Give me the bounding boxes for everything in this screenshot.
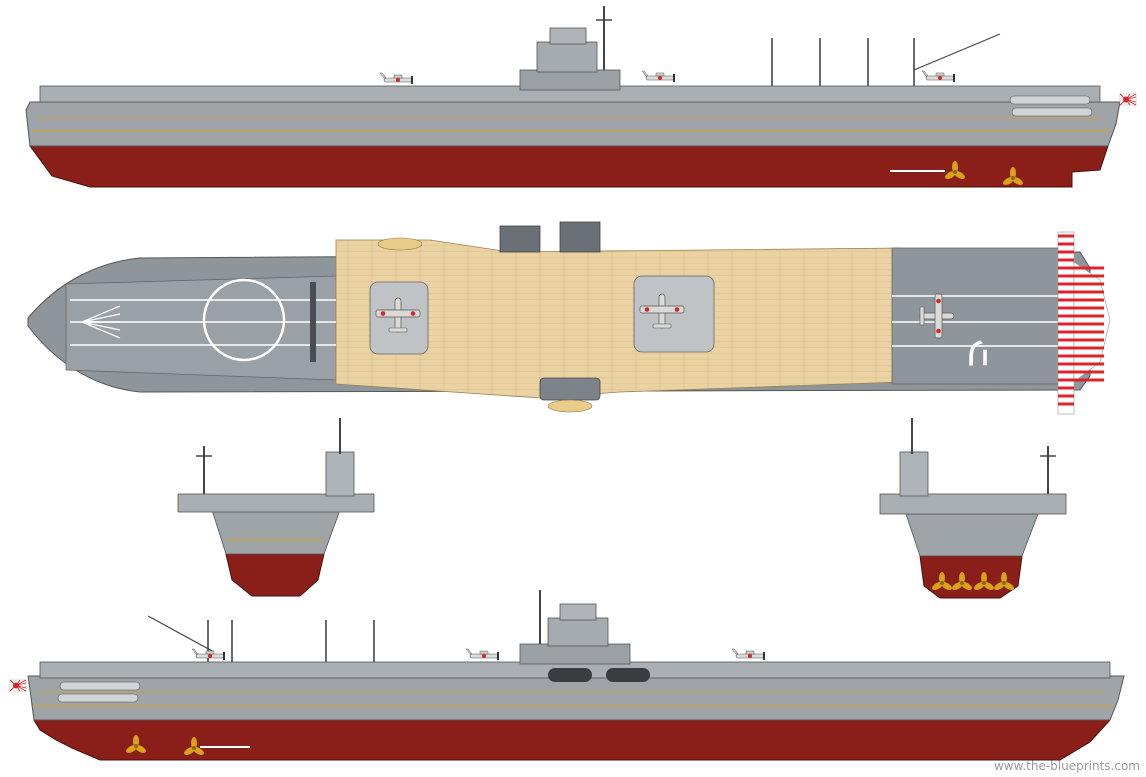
upper-hull [25,101,1121,147]
stern-flight-deck [879,493,1067,515]
aircraft-icon [641,70,676,83]
island [519,6,621,91]
lower-hull [29,145,1109,188]
funnel-outlet [548,668,592,682]
aircraft-icon [731,648,766,661]
starboard-profile [25,6,1137,188]
plan-island [539,377,601,401]
stern-stripes-red [1058,234,1104,406]
rising-sun-flag-icon [1119,93,1137,106]
port-profile [9,590,1125,761]
elevator-mid [633,275,715,353]
deck-code-marking: リ [963,334,993,369]
launch-boat [1011,107,1093,117]
launch-boat [1009,95,1091,105]
lower-hull [33,719,1112,761]
funnel-outlet [606,668,650,682]
aircraft-icon [921,70,956,83]
bow-hull-grey [211,509,341,555]
plan-view [27,221,1111,415]
plan-funnel [559,221,601,253]
launch-boat [57,693,139,703]
plan-funnel [499,225,541,253]
stern-hull-grey [905,513,1039,557]
island [519,590,631,665]
deck-circle-marking [202,278,286,362]
bow-hull-red [225,553,325,597]
watermark: www.the-blueprints.com [993,759,1140,773]
aircraft-icon [379,72,414,85]
rising-sun-flag-icon [9,679,27,692]
flight-deck-bow [65,275,337,381]
upper-hull [27,675,1125,721]
bow-island [325,451,355,497]
aircraft-icon [465,648,500,661]
plan-boat [547,399,593,413]
launch-boat [59,681,141,691]
antenna-masts [771,33,1001,86]
bow-view [177,418,375,597]
stern-view [879,418,1067,599]
arresting-barrier [310,282,316,362]
bow-flight-deck [177,493,375,513]
bow-arrow-marking [81,305,121,339]
stern-island [899,451,929,497]
plan-boat [377,237,423,251]
antenna-masts [147,615,375,662]
